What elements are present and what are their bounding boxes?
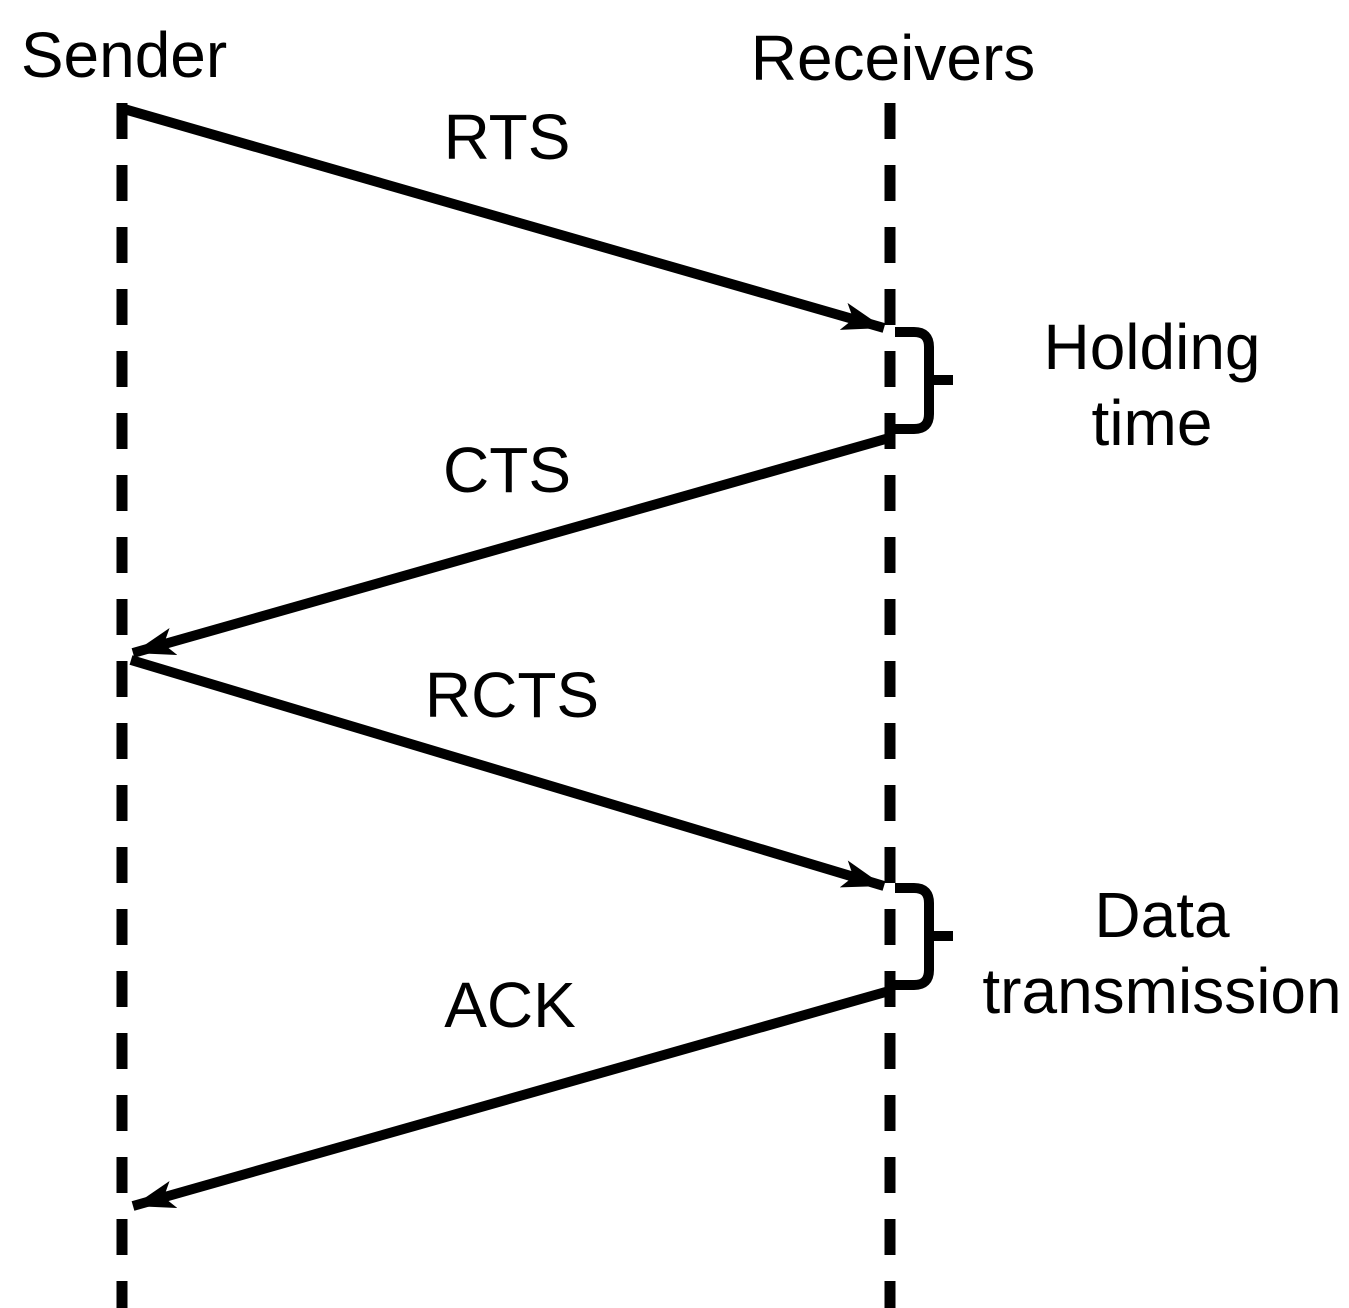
holding-time-bracket bbox=[895, 327, 934, 434]
data-transmission-label-line2: transmission bbox=[982, 955, 1341, 1027]
data-transmission-label-line1: Data bbox=[1094, 879, 1230, 951]
data-transmission-bracket bbox=[895, 883, 934, 990]
rcts-label: RCTS bbox=[425, 659, 599, 731]
cts-arrow bbox=[131, 433, 891, 658]
rts-arrow bbox=[122, 104, 886, 333]
receivers-label: Receivers bbox=[751, 22, 1036, 94]
sender-label: Sender bbox=[21, 19, 227, 91]
holding-time-label-line1: Holding bbox=[1043, 311, 1260, 383]
holding-time-label-line2: time bbox=[1092, 387, 1213, 459]
cts-label: CTS bbox=[443, 434, 571, 506]
ack-arrow bbox=[131, 986, 891, 1211]
ack-label: ACK bbox=[444, 969, 576, 1041]
rts-label: RTS bbox=[444, 101, 571, 173]
rcts-arrow bbox=[129, 655, 886, 891]
